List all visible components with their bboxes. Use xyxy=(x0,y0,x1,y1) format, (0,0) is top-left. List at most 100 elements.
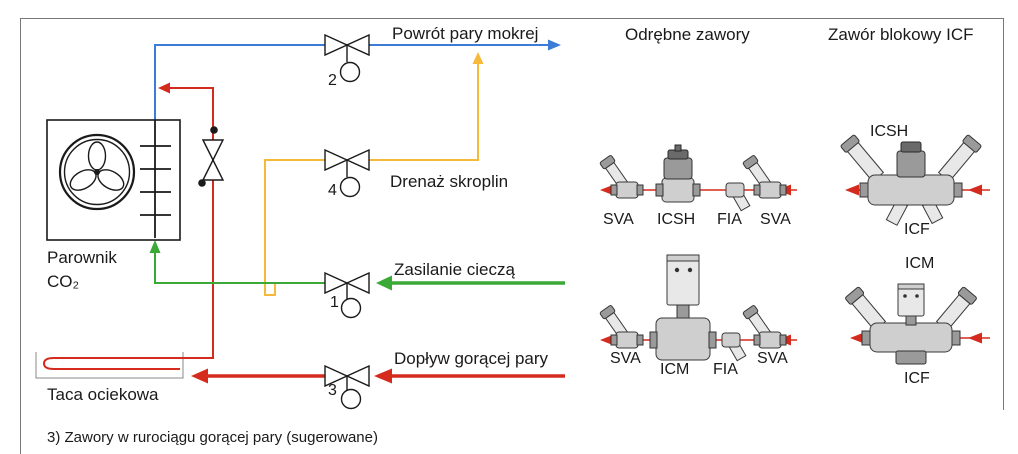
sva-body xyxy=(615,331,639,349)
figure-frame xyxy=(20,18,1004,454)
valve-actuator xyxy=(340,297,362,319)
sva-valve-icon xyxy=(599,155,644,199)
icf-right-bonnet xyxy=(935,286,977,332)
hot-gas-to-tray-arrow xyxy=(191,368,208,384)
valve-body-left xyxy=(324,33,349,57)
sva-port xyxy=(779,184,787,196)
sva-cap xyxy=(599,155,616,170)
icf-bonnet-cap xyxy=(962,134,982,153)
icm-port xyxy=(708,331,717,349)
fia-filter-icon xyxy=(725,182,751,212)
sva-port xyxy=(610,184,618,196)
component-label: FIA xyxy=(713,361,738,378)
icm-indicator xyxy=(903,294,907,298)
valve-number: 4 xyxy=(328,182,337,199)
condensate-drain-outlet-line xyxy=(369,63,479,161)
icsh-valve-icon xyxy=(655,144,701,203)
drain-tray xyxy=(35,352,184,379)
component-label: ICSH xyxy=(657,211,695,228)
icm-actuator xyxy=(666,254,700,306)
icf-bonnet-cap xyxy=(845,286,865,305)
evaporator xyxy=(46,119,181,241)
wet-return-arrow xyxy=(548,39,561,51)
component-label: SVA xyxy=(760,211,791,228)
valve-body-right xyxy=(345,364,370,388)
valve-2-icon: 2 xyxy=(324,33,370,89)
icsh-port xyxy=(655,183,664,197)
check-valve-dot xyxy=(198,179,206,187)
icf-right-bonnet xyxy=(937,134,982,183)
valve-body-left xyxy=(324,364,349,388)
hot-gas-supply-label: Dopływ gorącej pary xyxy=(394,349,549,368)
icf-bonnet-cap xyxy=(957,286,977,305)
liquid-supply-label: Zasilanie cieczą xyxy=(394,260,515,279)
drain-tray-label: Taca ociekowa xyxy=(47,385,159,404)
separate-valve-set-upper: SVA ICSH FIA SVA xyxy=(599,144,797,228)
block-label: ICF xyxy=(904,370,930,387)
sva-valve-icon xyxy=(599,305,644,349)
icf-left-bonnet xyxy=(845,286,887,332)
icsh-connector xyxy=(674,144,682,152)
fia-filter-icon xyxy=(721,332,747,362)
separate-valves-heading: Odrębne zawory xyxy=(625,25,750,44)
valve-actuator xyxy=(339,176,361,198)
block-label: ICF xyxy=(904,221,930,238)
liquid-inlet-arrow xyxy=(376,275,392,291)
flow-arrow-in xyxy=(968,332,982,344)
icf-bottom-module xyxy=(895,350,927,365)
evaporator-casing xyxy=(46,119,181,241)
icsh-body xyxy=(661,177,695,203)
sva-cap xyxy=(742,305,759,320)
valve-4-icon: 4 xyxy=(324,148,370,199)
separate-valve-set-lower: SVA ICM FIA SVA xyxy=(599,254,797,378)
icf-left-bonnet xyxy=(840,134,885,183)
check-valve-icon xyxy=(198,126,225,187)
icm-neck xyxy=(676,304,690,320)
icm-valve-icon xyxy=(649,254,717,361)
valve-actuator xyxy=(339,61,361,83)
icf-housing xyxy=(867,174,955,206)
wet-return-line xyxy=(154,44,550,120)
icm-body xyxy=(655,317,711,361)
component-label: ICM xyxy=(660,361,689,378)
icm-indicator xyxy=(915,294,919,298)
valve-number: 1 xyxy=(330,294,339,311)
icm-indicator xyxy=(674,267,680,273)
valve-1-icon: 1 xyxy=(324,271,370,319)
icsh-solenoid xyxy=(896,150,926,178)
fan-hub xyxy=(94,169,100,175)
valve-body-left xyxy=(324,271,349,295)
sva-port xyxy=(636,334,644,346)
valve-actuator xyxy=(340,388,362,410)
fan-ring-outer xyxy=(58,133,136,211)
flow-arrow-out xyxy=(845,184,859,196)
valve-number: 3 xyxy=(328,382,337,399)
fan-icon xyxy=(58,133,136,211)
condensate-drain-arrow xyxy=(472,52,484,64)
sva-port xyxy=(610,334,618,346)
icf-bonnet-cap xyxy=(840,134,860,153)
sva-body xyxy=(615,181,639,199)
liquid-supply-line xyxy=(154,252,325,284)
sva-body xyxy=(758,181,782,199)
hot-gas-riser-line xyxy=(168,87,214,359)
fia-body xyxy=(721,332,741,348)
flow-arrow-out xyxy=(850,332,864,344)
sva-port xyxy=(753,334,761,346)
sva-port xyxy=(753,184,761,196)
liquid-supply-arrow xyxy=(149,240,161,253)
wet-return-label: Powrót pary mokrej xyxy=(392,24,538,43)
evaporator-coil xyxy=(140,120,171,238)
icf-block-lower: ICM ICF xyxy=(845,255,990,387)
icf-housing xyxy=(869,322,953,353)
valve-number: 2 xyxy=(328,72,337,89)
sva-port xyxy=(636,184,644,196)
icm-port xyxy=(649,331,658,349)
valve-body-right xyxy=(345,148,370,172)
icsh-port xyxy=(692,183,701,197)
sva-valve-icon xyxy=(742,155,787,199)
condensate-drain-label: Drenaż skroplin xyxy=(390,172,508,191)
condensate-drain-line xyxy=(264,159,325,296)
icm-indicator xyxy=(687,267,693,273)
